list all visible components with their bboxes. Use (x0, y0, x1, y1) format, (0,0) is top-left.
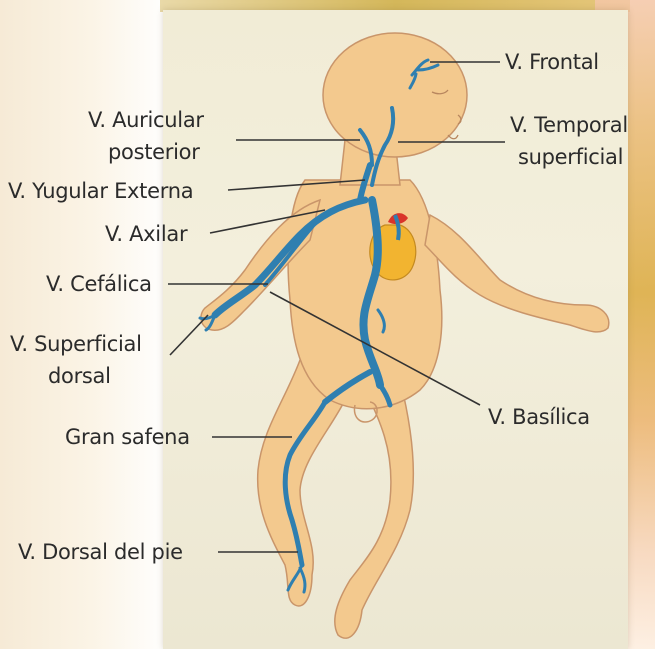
label-temporal-line1: V. Temporal (510, 113, 628, 137)
label-frontal: V. Frontal (505, 50, 599, 74)
label-superficial-line1: V. Superficial (10, 332, 142, 356)
label-auricular-line1: V. Auricular (88, 108, 204, 132)
right-arm (425, 215, 609, 332)
label-temporal-line2: superficial (518, 145, 623, 169)
label-basilica: V. Basílica (488, 405, 590, 429)
label-safena: Gran safena (65, 425, 190, 449)
leader-superficial (170, 315, 208, 355)
label-auricular-line2: posterior (108, 140, 200, 164)
label-dorsal-pie: V. Dorsal del pie (18, 540, 183, 564)
label-axilar: V. Axilar (105, 222, 187, 246)
label-cefalica: V. Cefálica (46, 272, 152, 296)
label-superficial-line2: dorsal (48, 364, 111, 388)
label-yugular: V. Yugular Externa (8, 179, 193, 203)
head (323, 33, 467, 157)
